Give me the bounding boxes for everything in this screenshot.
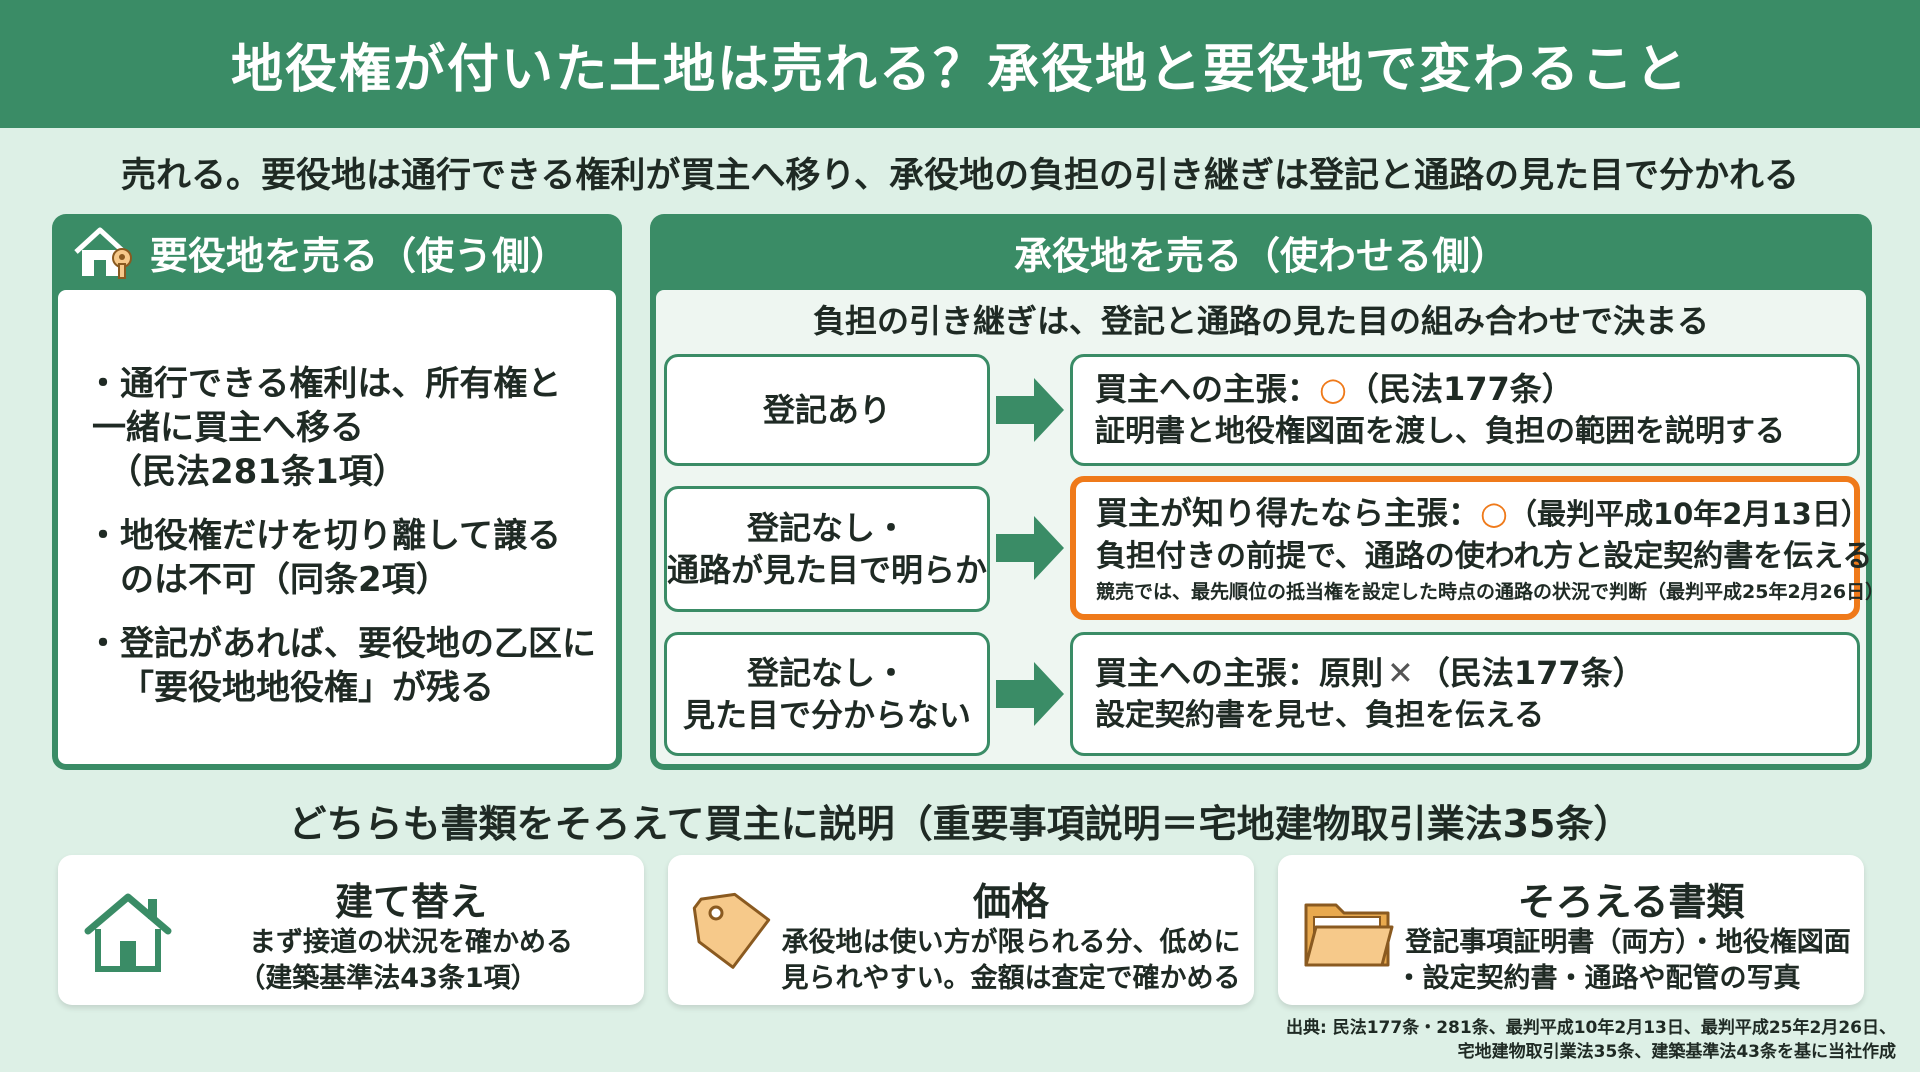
condition-text: 登記あり <box>762 391 891 429</box>
result-claim-text: 買主への主張： <box>1095 370 1320 408</box>
condition-box-registered: 登記あり <box>664 354 990 466</box>
left-bullet-1-line-2: 一緒に買主へ移る <box>92 408 364 448</box>
condition-box-unregistered-visible: 登記なし・ 通路が見た目で明らか <box>664 486 990 612</box>
left-bullet-3-line-1: 登記があれば、要役地の乙区に <box>120 624 596 664</box>
card-text-line-1: 承役地は使い方が限られる分、低めに <box>781 927 1241 958</box>
page-subtitle: 売れる。要役地は通行できる権利が買主へ移り、承役地の負担の引き継ぎは登記と通路の… <box>121 155 1799 196</box>
card-text-line-1: まず接道の状況を確かめる <box>249 927 573 958</box>
result-claim-text: 買主への主張：原則 <box>1095 654 1384 692</box>
card-title: 建て替え <box>334 880 487 924</box>
condition-text-line-2: 通路が見た目で明らか <box>667 551 988 589</box>
right-panel-note: 負担の引き継ぎは、登記と通路の見た目の組み合わせで決まる <box>812 302 1709 340</box>
right-panel-header: 承役地を売る（使わせる側） <box>650 214 1872 290</box>
arrow-right-icon <box>996 378 1064 442</box>
card-text-line-2: 見られやすい。金額は査定で確かめる <box>781 963 1241 994</box>
result-action-text: 設定契約書を見せ、負担を伝える <box>1095 698 1545 733</box>
card-rebuild: 建て替え まず接道の状況を確かめる （建築基準法43条1項） <box>58 855 644 1005</box>
result-claim-line: 買主への主張：○（民法177条） <box>1095 367 1835 411</box>
source-line-2: 宅地建物取引業法35条、建築基準法43条を基に当社作成 <box>1457 1042 1896 1062</box>
result-box-registered: 買主への主張：○（民法177条） 証明書と地役権図面を渡し、負担の範囲を説明する <box>1070 354 1860 466</box>
result-box-unregistered-hidden: 買主への主張：原則✕（民法177条） 設定契約書を見せ、負担を伝える <box>1070 632 1860 756</box>
condition-text-line-2: 見た目で分からない <box>682 696 971 734</box>
left-bullet-2-line-2: のは不可（同条2項） <box>120 560 450 600</box>
left-panel: 要役地を売る（使う側） 通行できる権利は、所有権と 一緒に買主へ移る （民法28… <box>52 214 622 770</box>
result-claim-law: （民法177条） <box>1417 654 1645 692</box>
condition-text-line-1: 登記なし・ <box>746 509 907 547</box>
house-key-icon <box>72 224 136 280</box>
right-panel-body: 負担の引き継ぎは、登記と通路の見た目の組み合わせで決まる 登記あり 買主への主張… <box>656 290 1885 764</box>
left-bullet-3: 登記があれば、要役地の乙区に 「要役地地役権」が残る <box>86 622 602 710</box>
card-price: 価格 承役地は使い方が限られる分、低めに 見られやすい。金額は査定で確かめる <box>668 855 1254 1005</box>
result-box-unregistered-visible: 買主が知り得たなら主張：○（最判平成10年2月13日） 負担付きの前提で、通路の… <box>1070 476 1885 620</box>
card-text-line-2: ・設定契約書・通路や配管の写真 <box>1395 963 1801 994</box>
result-claim-line: 買主への主張：原則✕（民法177条） <box>1095 651 1835 695</box>
result-claim-law: （民法177条） <box>1346 370 1574 408</box>
right-panel-title: 承役地を売る（使わせる側） <box>1013 233 1508 278</box>
card-text-line-2: （建築基準法43条1項） <box>238 963 538 994</box>
source-note: 出典: 民法177条・281条、最判平成10年2月13日、最判平成25年2月26… <box>1286 1016 1896 1064</box>
result-claim-text: 買主が知り得たなら主張： <box>1096 493 1481 532</box>
circle-mark-icon: ○ <box>1480 493 1508 532</box>
result-action-text: 負担付きの前提で、通路の使われ方と設定契約書を伝える <box>1096 538 1873 574</box>
card-documents: そろえる書類 登記事項証明書（両方）・地役権図面 ・設定契約書・通路や配管の写真 <box>1278 855 1864 1005</box>
left-panel-body: 通行できる権利は、所有権と 一緒に買主へ移る （民法281条1項） 地役権だけを… <box>58 290 616 764</box>
cross-mark-icon: ✕ <box>1387 654 1414 692</box>
result-claim-law: （最判平成10年2月13日） <box>1507 496 1870 531</box>
left-bullet-3-line-2: 「要役地地役権」が残る <box>120 668 494 708</box>
left-bullet-1-line-3: （民法281条1項） <box>108 452 407 492</box>
arrow-right-icon <box>996 662 1064 726</box>
title-bar: 地役権が付いた土地は売れる？承役地と要役地で変わること <box>0 0 1920 128</box>
result-action-text: 証明書と地役権図面を渡し、負担の範囲を説明する <box>1095 414 1785 449</box>
card-title: そろえる書類 <box>1517 880 1745 924</box>
folder-icon <box>1304 903 1394 967</box>
left-panel-title: 要役地を売る（使う側） <box>150 233 569 278</box>
card-text-line-1: 登記事項証明書（両方）・地役権図面 <box>1405 927 1851 958</box>
condition-text-line-1: 登記なし・ <box>746 654 907 692</box>
left-bullet-1-line-1: 通行できる権利は、所有権と <box>120 364 562 404</box>
result-claim-line: 買主が知り得たなら主張：○（最判平成10年2月13日） <box>1096 491 1870 536</box>
left-bullet-list: 通行できる権利は、所有権と 一緒に買主へ移る （民法281条1項） 地役権だけを… <box>86 362 602 730</box>
card-title: 価格 <box>972 880 1049 924</box>
left-bullet-2: 地役権だけを切り離して譲る のは不可（同条2項） <box>86 514 602 602</box>
condition-box-unregistered-hidden: 登記なし・ 見た目で分からない <box>664 632 990 756</box>
right-panel: 承役地を売る（使わせる側） 負担の引き継ぎは、登記と通路の見た目の組み合わせで決… <box>650 214 1885 770</box>
left-panel-header: 要役地を売る（使う側） <box>52 214 622 290</box>
documents-heading: どちらも書類をそろえて買主に説明（重要事項説明＝宅地建物取引業法35条） <box>288 801 1632 846</box>
house-icon <box>84 893 172 972</box>
arrow-right-icon <box>996 516 1064 580</box>
page-title: 地役権が付いた土地は売れる？承役地と要役地で変わること <box>230 39 1689 100</box>
circle-mark-icon: ○ <box>1319 370 1347 408</box>
result-auction-note: 競売では、最先順位の抵当権を設定した時点の通路の状況で判断（最判平成25年2月2… <box>1096 580 1885 603</box>
price-tag-icon <box>692 892 771 969</box>
source-line-1: 出典: 民法177条・281条、最判平成10年2月13日、最判平成25年2月26… <box>1286 1018 1896 1038</box>
left-bullet-2-line-1: 地役権だけを切り離して譲る <box>120 516 561 556</box>
left-bullet-1: 通行できる権利は、所有権と 一緒に買主へ移る （民法281条1項） <box>86 362 602 494</box>
